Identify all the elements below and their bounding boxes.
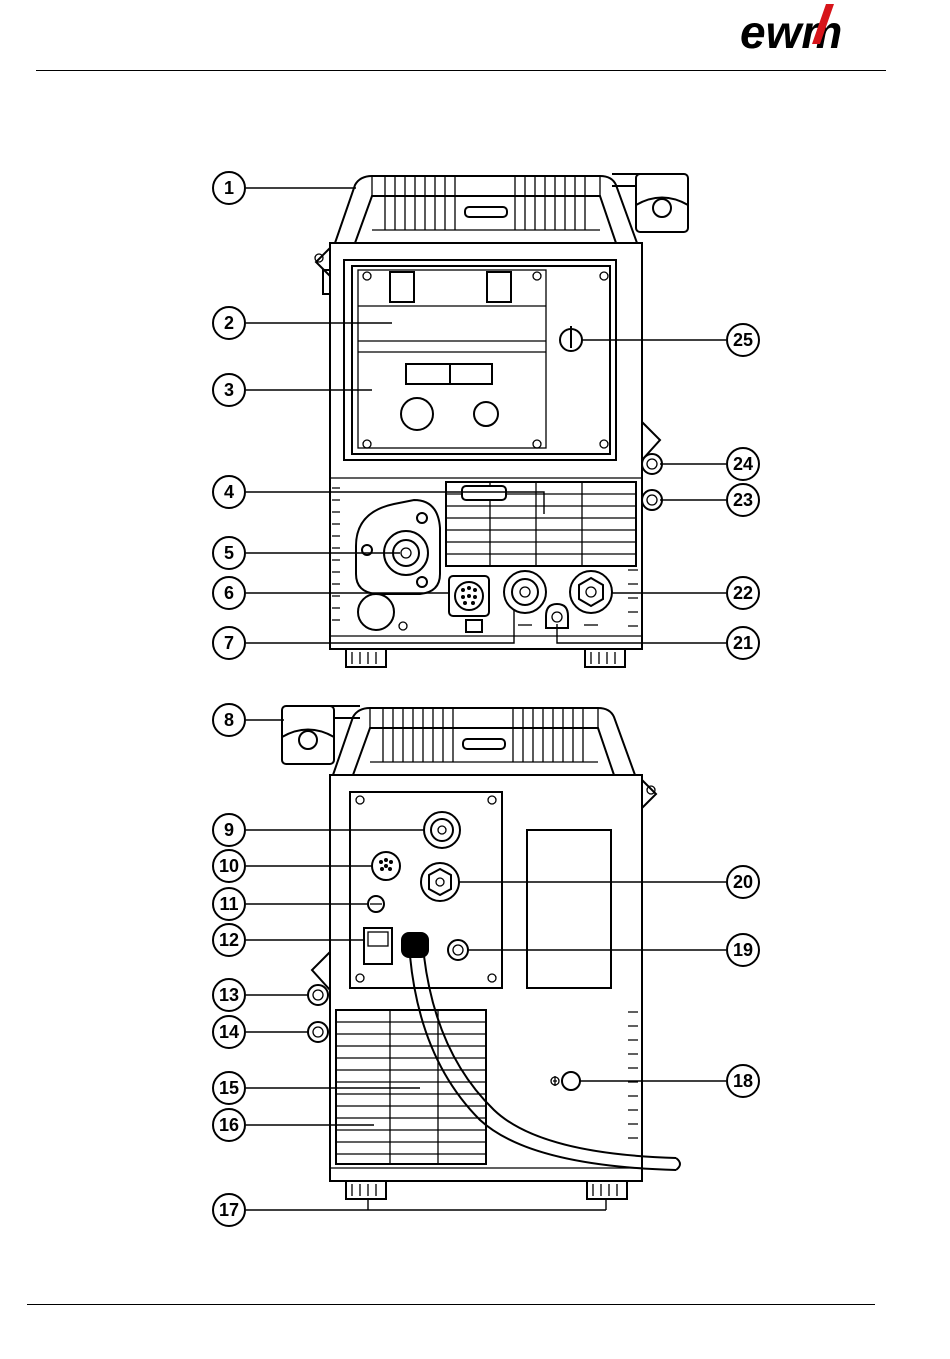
callout-25: 25 <box>727 324 759 356</box>
rear-connection-panel <box>350 792 502 988</box>
svg-text:20: 20 <box>733 872 753 892</box>
svg-text:16: 16 <box>219 1115 239 1135</box>
svg-text:14: 14 <box>219 1022 239 1042</box>
callout-22: 22 <box>727 577 759 609</box>
svg-text:17: 17 <box>219 1200 239 1220</box>
svg-text:18: 18 <box>733 1071 753 1091</box>
callout-2: 2 <box>213 307 245 339</box>
callout-20: 20 <box>727 866 759 898</box>
svg-text:9: 9 <box>224 820 234 840</box>
front-control-socket <box>449 576 489 632</box>
front-euro-torch-socket <box>356 500 440 594</box>
rear-hose-holder <box>282 706 360 764</box>
callout-19: 19 <box>727 934 759 966</box>
svg-text:15: 15 <box>219 1078 239 1098</box>
svg-text:12: 12 <box>219 930 239 950</box>
callout-24: 24 <box>727 448 759 480</box>
rear-quick-connect-upper <box>308 985 328 1005</box>
callout-1: 1 <box>213 172 245 204</box>
callout-10: 10 <box>213 850 245 882</box>
svg-text:3: 3 <box>224 380 234 400</box>
svg-text:25: 25 <box>733 330 753 350</box>
callout-9: 9 <box>213 814 245 846</box>
svg-text:19: 19 <box>733 940 753 960</box>
front-blank-plug <box>358 594 394 630</box>
callout-12: 12 <box>213 924 245 956</box>
rear-mains-cable <box>401 932 680 1170</box>
svg-text:1: 1 <box>224 178 234 198</box>
front-welding-socket-left <box>504 571 546 625</box>
svg-text:6: 6 <box>224 583 234 603</box>
front-welding-socket-right <box>570 571 612 625</box>
svg-text:5: 5 <box>224 543 234 563</box>
callout-11: 11 <box>213 888 245 920</box>
callout-23: 23 <box>727 484 759 516</box>
callout-15: 15 <box>213 1072 245 1104</box>
callout-3: 3 <box>213 374 245 406</box>
svg-text:11: 11 <box>219 894 238 914</box>
front-carrying-handle <box>335 176 637 243</box>
callout-5: 5 <box>213 537 245 569</box>
svg-text:8: 8 <box>224 710 234 730</box>
callout-17: 17 <box>213 1194 245 1226</box>
callout-6: 6 <box>213 577 245 609</box>
svg-text:21: 21 <box>733 633 753 653</box>
svg-text:24: 24 <box>733 454 753 474</box>
callout-4: 4 <box>213 476 245 508</box>
front-quick-connect-lower <box>642 490 662 510</box>
front-quick-connect-upper <box>642 454 662 474</box>
front-control-panel <box>344 260 616 460</box>
svg-text:4: 4 <box>224 482 234 502</box>
svg-text:2: 2 <box>224 313 234 333</box>
callout-21: 21 <box>727 627 759 659</box>
callout-7: 7 <box>213 627 245 659</box>
callout-18: 18 <box>727 1065 759 1097</box>
svg-text:10: 10 <box>219 856 239 876</box>
callout-8: 8 <box>213 704 245 736</box>
rear-ventilation-grille <box>336 1010 638 1164</box>
callout-14: 14 <box>213 1016 245 1048</box>
callout-13: 13 <box>213 979 245 1011</box>
svg-text:22: 22 <box>733 583 753 603</box>
callout-16: 16 <box>213 1109 245 1141</box>
rear-ground-connection <box>551 1072 580 1090</box>
svg-text:7: 7 <box>224 633 234 653</box>
rear-carrying-handle <box>333 708 635 775</box>
rear-quick-connect-lower <box>308 1022 328 1042</box>
svg-text:13: 13 <box>219 985 239 1005</box>
svg-text:23: 23 <box>733 490 753 510</box>
rear-rating-plate <box>527 830 611 988</box>
